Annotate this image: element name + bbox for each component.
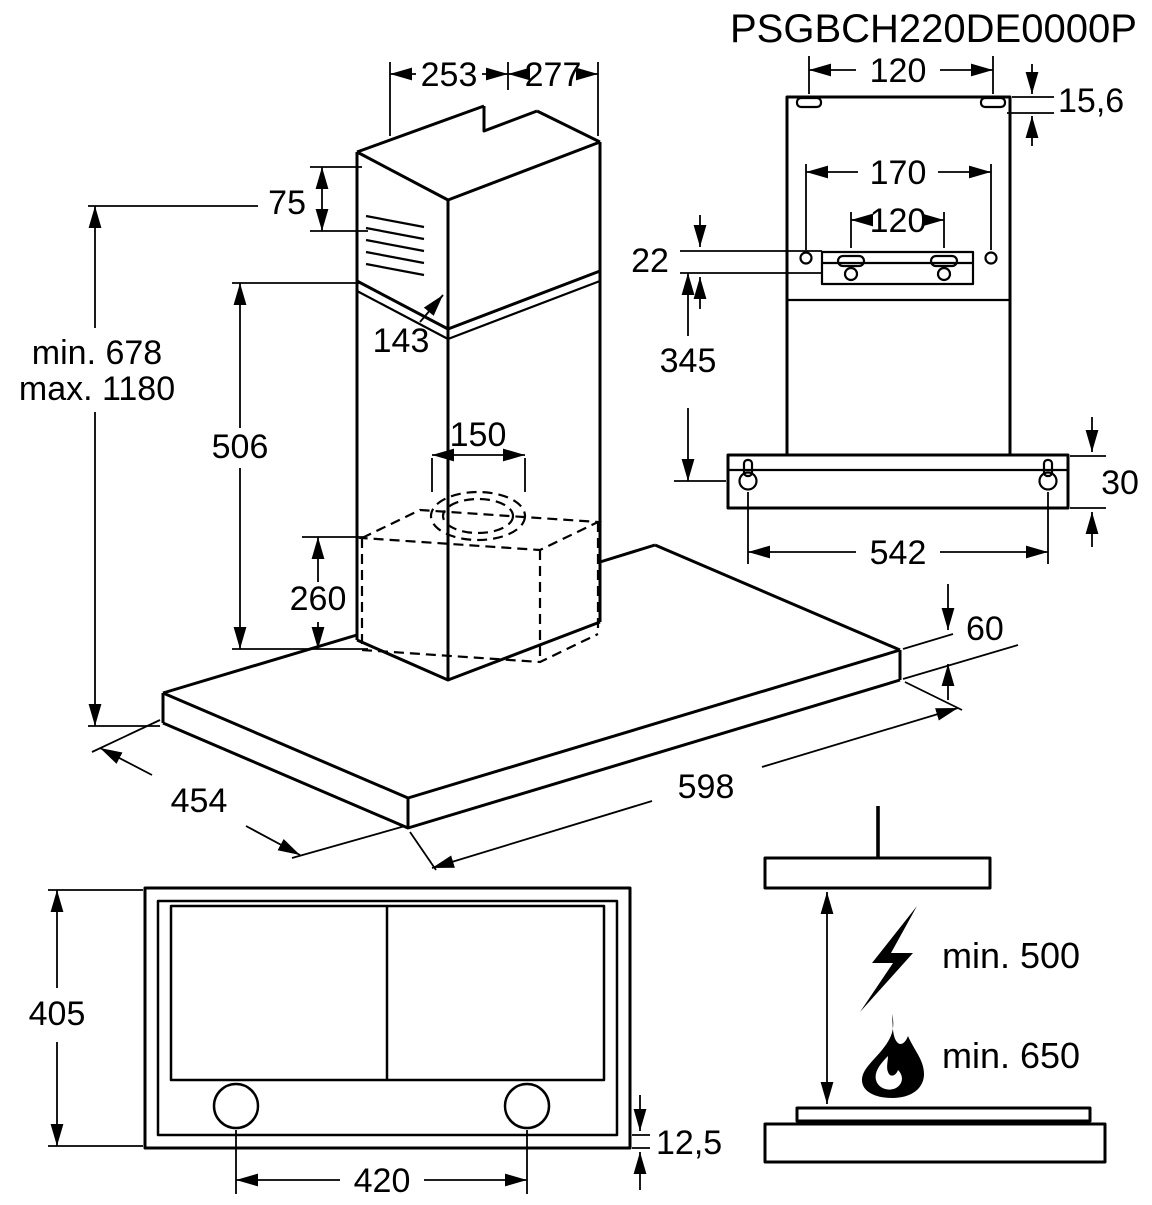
flame-icon (862, 1014, 924, 1098)
clearance-gas-label: min. 650 (942, 1035, 1080, 1076)
dim-bottom-depth: 405 (29, 995, 86, 1033)
dim-outlet-diameter: 150 (450, 416, 507, 454)
dim-front-edge: 12,5 (656, 1124, 722, 1162)
hood-silhouette (763, 806, 992, 890)
iso-dimensions: 253 277 75 143 min. 678 max. 1180 506 (19, 56, 1019, 871)
bottom-outline (143, 886, 632, 1150)
control-knob-left (212, 1082, 260, 1130)
rear-dimensions: 120 15,6 170 120 22 (631, 52, 1139, 572)
dim-blower-height: 260 (290, 580, 347, 618)
hood-body-outline (161, 543, 902, 830)
bottom-dimensions: 405 420 12,5 (29, 889, 722, 1200)
dim-slot-depth: 15,6 (1058, 82, 1124, 120)
dim-bracket-to-rail: 345 (660, 342, 717, 380)
dim-duct-joint: 143 (373, 322, 430, 360)
clearance-electric-label: min. 500 (942, 935, 1080, 976)
dim-body-depth: 454 (171, 782, 228, 820)
dim-lower-duct-height: 506 (212, 428, 269, 466)
wall-rail-bracket (726, 453, 1070, 510)
chimney-rear-outline (785, 95, 1012, 457)
dim-height-min: min. 678 (32, 334, 162, 372)
dim-rail-screw-spacing: 542 (870, 534, 927, 572)
rear-mounting-view: 120 15,6 170 120 22 (631, 52, 1139, 572)
dim-bracket-offset: 22 (631, 242, 669, 280)
chimney-duct-outline (355, 104, 602, 682)
dim-top-slot-spacing: 120 (870, 52, 927, 90)
clearance-view: min. 500 min. 650 (763, 806, 1107, 1164)
dim-body-width: 598 (678, 768, 735, 806)
dim-knob-spacing: 420 (354, 1162, 411, 1200)
dim-rail-height: 30 (1101, 464, 1139, 502)
dim-duct-depth: 253 (421, 56, 478, 94)
dim-body-thickness: 60 (966, 610, 1004, 648)
vent-slats (365, 214, 425, 277)
dim-height-max: max. 1180 (19, 370, 175, 408)
blower-housing-hidden (357, 490, 603, 664)
product-code: PSGBCH220DE0000P (730, 7, 1137, 51)
dim-bracket-slot-spacing: 120 (870, 202, 927, 240)
control-knob-right (503, 1082, 551, 1130)
dim-vent-offset: 75 (268, 184, 306, 222)
upper-mounting-bracket (820, 250, 975, 286)
lightning-icon (860, 906, 917, 1012)
dim-duct-width: 277 (525, 56, 582, 94)
cooktop-silhouette (763, 1106, 1107, 1164)
dim-hole-spacing: 170 (870, 154, 927, 192)
bottom-view: 405 420 12,5 (29, 886, 722, 1200)
isometric-view: 253 277 75 143 min. 678 max. 1180 506 (19, 56, 1019, 871)
